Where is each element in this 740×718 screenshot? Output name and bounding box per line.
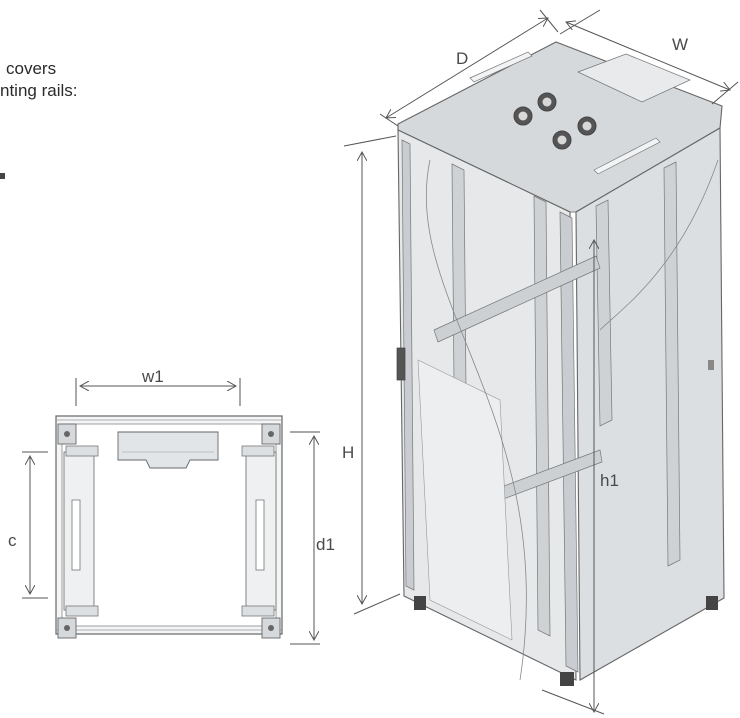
text-fragment: covers nting rails:: [0, 58, 77, 102]
door-handle: [396, 347, 406, 381]
cabinet-side: [575, 127, 725, 681]
label-d1: d1: [316, 535, 335, 554]
top-view-plan: [22, 378, 320, 645]
text-line-2: nting rails:: [0, 81, 78, 100]
label-height: H: [342, 443, 354, 462]
label-h1: h1: [600, 471, 619, 490]
label-w1: w1: [141, 367, 164, 386]
text-line-1: covers: [6, 59, 57, 78]
label-width: W: [672, 35, 688, 54]
cabinet-3d: [343, 9, 739, 715]
label-c: c: [8, 531, 17, 550]
bullet-mark: [0, 173, 5, 179]
label-depth: D: [456, 49, 468, 68]
cable-entry: [117, 431, 219, 469]
